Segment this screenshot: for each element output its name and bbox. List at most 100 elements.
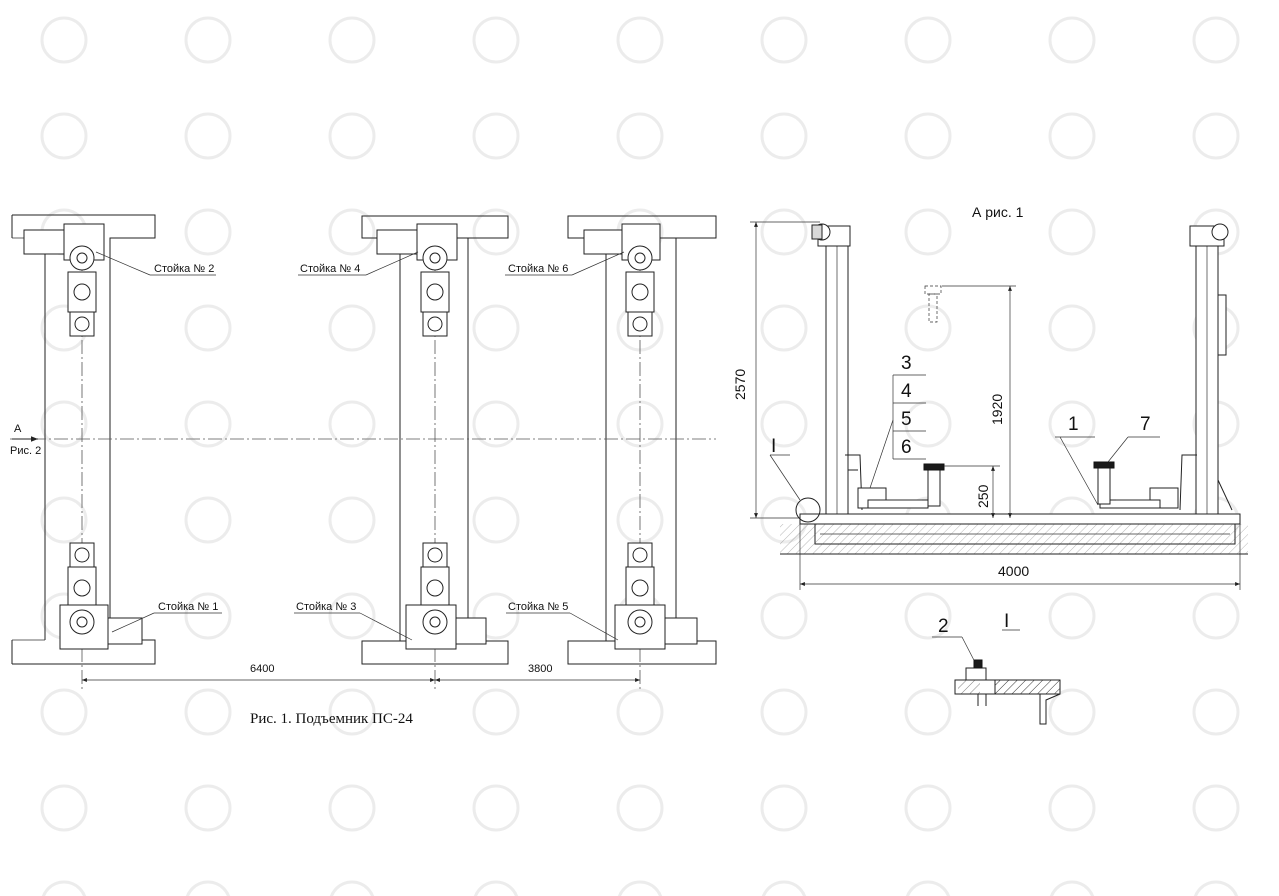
watermark-globe-icon	[1048, 208, 1096, 256]
watermark-globe-icon	[760, 688, 808, 736]
watermark-globe-icon	[40, 16, 88, 64]
watermark-globe-icon	[616, 112, 664, 160]
watermark-globe-icon	[40, 688, 88, 736]
watermark-globe-icon	[760, 592, 808, 640]
node-mark: I	[769, 436, 821, 523]
watermark-globe-icon	[472, 112, 520, 160]
detail-view: I 2	[932, 611, 1061, 725]
watermark-globe-icon	[40, 112, 88, 160]
watermark-globe-icon	[40, 496, 88, 544]
watermark-globe-icon	[760, 400, 808, 448]
dim-min-height: 250	[975, 484, 991, 508]
svg-text:7: 7	[1140, 414, 1151, 435]
watermark-globe-icon	[761, 880, 807, 896]
svg-text:Стойка № 4: Стойка № 4	[300, 263, 360, 275]
frame-right	[567, 215, 717, 665]
svg-text:Стойка № 2: Стойка № 2	[154, 263, 214, 275]
svg-text:3: 3	[901, 353, 912, 374]
post-label-2: Стойка № 2	[95, 251, 216, 276]
watermark-globe-icon	[1192, 784, 1240, 832]
post-3-mechanism	[405, 542, 487, 650]
dim-span-2: 3800	[528, 663, 552, 675]
watermark-layer	[40, 16, 1240, 896]
watermark-globe-icon	[472, 784, 520, 832]
watermark-globe-icon	[1048, 304, 1096, 352]
watermark-globe-icon	[1192, 592, 1240, 640]
callout-7: 7	[1107, 414, 1160, 463]
watermark-globe-icon	[40, 784, 88, 832]
post-label-4: Стойка № 4	[298, 251, 419, 276]
watermark-globe-icon	[904, 400, 952, 448]
watermark-globe-icon	[904, 112, 952, 160]
watermark-globe-icon	[328, 784, 376, 832]
post-2-mechanism	[23, 223, 105, 337]
post-label-3: Стойка № 3	[294, 601, 413, 641]
watermark-globe-icon	[1193, 880, 1239, 896]
watermark-globe-icon	[617, 880, 663, 896]
dim-total-height: 2570	[732, 369, 748, 400]
watermark-globe-icon	[472, 208, 520, 256]
dim-width: 4000	[998, 563, 1029, 579]
watermark-globe-icon	[904, 592, 952, 640]
watermark-globe-icon	[472, 304, 520, 352]
right-post	[1179, 223, 1233, 515]
watermark-globe-icon	[904, 304, 952, 352]
watermark-globe-icon	[1048, 784, 1096, 832]
watermark-globe-icon	[1048, 16, 1096, 64]
lift-arms	[857, 461, 1179, 509]
watermark-globe-icon	[905, 880, 951, 896]
post-label-6: Стойка № 6	[505, 251, 625, 276]
plan-dimension: 6400 3800	[82, 663, 640, 682]
watermark-globe-icon	[328, 400, 376, 448]
callout-1: 1	[1055, 414, 1099, 506]
watermark-globe-icon	[1192, 16, 1240, 64]
svg-text:5: 5	[901, 409, 912, 430]
watermark-globe-icon	[760, 304, 808, 352]
watermark-globe-icon	[41, 880, 87, 896]
watermark-globe-icon	[904, 208, 952, 256]
detail-item-2: 2	[932, 616, 979, 669]
watermark-globe-icon	[185, 880, 231, 896]
watermark-globe-icon	[184, 16, 232, 64]
watermark-globe-icon	[328, 592, 376, 640]
watermark-globe-icon	[184, 400, 232, 448]
watermark-globe-icon	[329, 880, 375, 896]
side-dimensions: 2570 1920 250 4000	[732, 221, 1241, 590]
watermark-globe-icon	[184, 304, 232, 352]
view-arrow-letter: А	[14, 423, 22, 435]
watermark-globe-icon	[1048, 112, 1096, 160]
side-view-title: А рис. 1	[972, 204, 1024, 220]
watermark-globe-icon	[1192, 688, 1240, 736]
figure-caption: Рис. 1. Подъемник ПС-24	[250, 711, 413, 727]
watermark-globe-icon	[616, 688, 664, 736]
watermark-globe-icon	[184, 112, 232, 160]
watermark-globe-icon	[328, 208, 376, 256]
watermark-globe-icon	[472, 592, 520, 640]
watermark-globe-icon	[760, 112, 808, 160]
watermark-globe-icon	[1049, 880, 1095, 896]
watermark-globe-icon	[760, 16, 808, 64]
watermark-globe-icon	[1048, 592, 1096, 640]
svg-text:Стойка № 3: Стойка № 3	[296, 601, 356, 613]
watermark-globe-icon	[760, 784, 808, 832]
raised-pad	[924, 285, 942, 323]
svg-text:Стойка № 5: Стойка № 5	[508, 601, 568, 613]
watermark-globe-icon	[473, 880, 519, 896]
svg-text:Стойка № 6: Стойка № 6	[508, 263, 568, 275]
watermark-globe-icon	[328, 496, 376, 544]
watermark-globe-icon	[184, 496, 232, 544]
watermark-globe-icon	[328, 304, 376, 352]
watermark-globe-icon	[184, 688, 232, 736]
watermark-globe-icon	[1048, 400, 1096, 448]
watermark-globe-icon	[184, 784, 232, 832]
watermark-globe-icon	[184, 208, 232, 256]
post-5-mechanism	[614, 542, 698, 650]
watermark-globe-icon	[1048, 688, 1096, 736]
svg-text:1: 1	[1068, 414, 1079, 435]
left-post	[811, 223, 863, 515]
post-6-mechanism	[583, 223, 661, 337]
svg-text:6: 6	[901, 437, 912, 458]
watermark-globe-icon	[472, 496, 520, 544]
callout-stack: 3 4 5 6	[869, 353, 926, 489]
